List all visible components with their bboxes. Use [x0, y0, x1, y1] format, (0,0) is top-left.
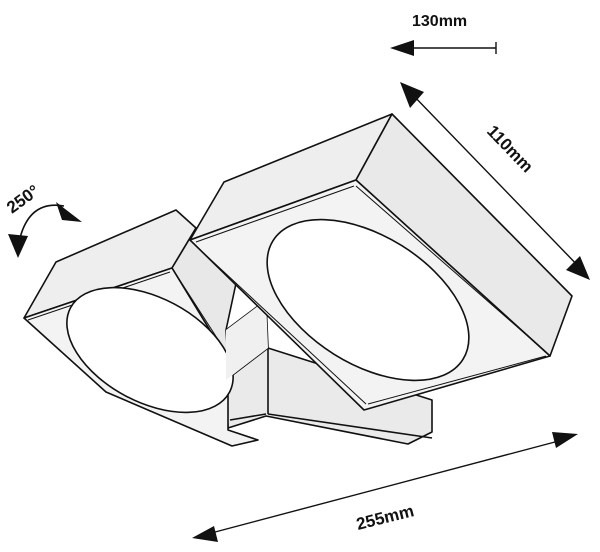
arrow-up-left-icon: [400, 82, 424, 108]
dimension-rotation: 250°: [3, 181, 82, 258]
rotate-arrow-right-icon: [56, 202, 82, 222]
arrow-up-right-icon: [552, 432, 578, 448]
dimension-rotation-label: 250°: [3, 181, 43, 217]
dimension-total-width: 255mm: [192, 432, 578, 542]
arrow-down-right-icon: [566, 256, 590, 280]
dimension-depth: 130mm: [390, 13, 497, 56]
dimension-head-width-label: 110mm: [483, 122, 537, 177]
right-lens: [266, 218, 470, 382]
dimension-total-width-label: 255mm: [354, 501, 415, 534]
arrow-left-icon: [390, 40, 414, 56]
arrow-down-left-icon: [192, 526, 218, 542]
left-lens: [66, 286, 234, 414]
rotate-arrow-down-icon: [8, 234, 28, 258]
dimension-depth-label: 130mm: [412, 13, 467, 30]
